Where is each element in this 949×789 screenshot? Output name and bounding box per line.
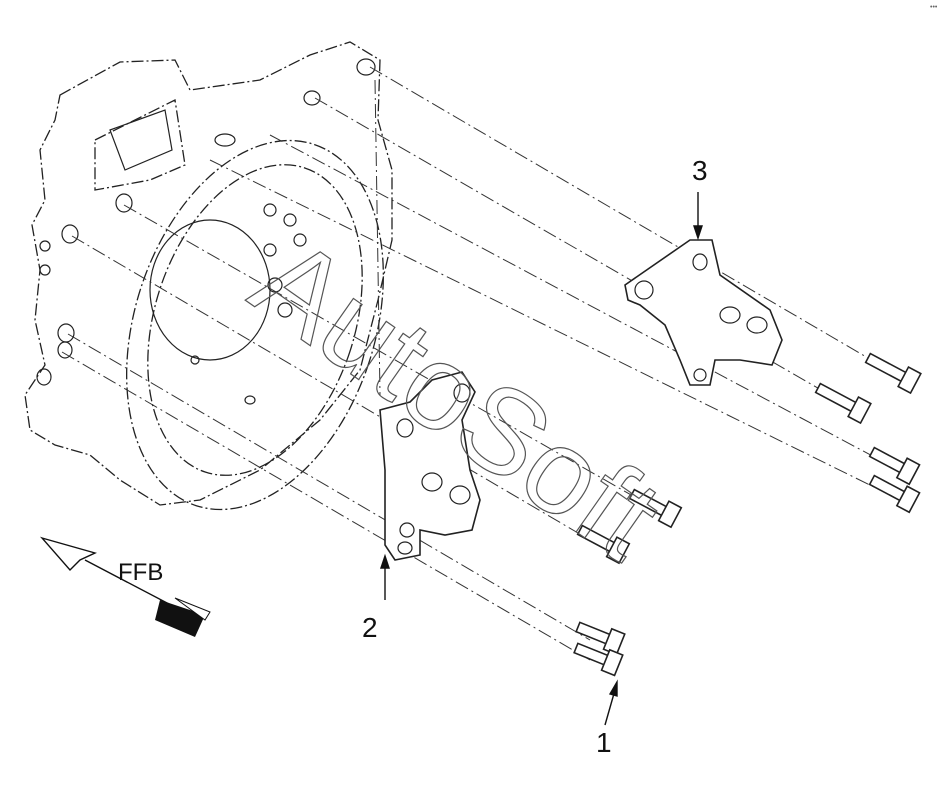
callout-leaders — [380, 192, 703, 726]
alignment-lines — [61, 66, 881, 661]
corner-mark: ••• — [930, 4, 938, 11]
bolt — [576, 524, 631, 565]
bolt — [864, 352, 922, 395]
bolt — [814, 382, 872, 425]
bracket-2 — [379, 371, 481, 561]
flywheel-housing — [24, 41, 393, 511]
bolt — [628, 488, 683, 529]
direction-arrow-icon — [39, 536, 211, 637]
callout-1: 1 — [596, 727, 612, 758]
callout-2: 2 — [362, 612, 378, 643]
bolt — [868, 474, 921, 514]
callout-3: 3 — [692, 155, 708, 186]
bracket-3 — [624, 239, 783, 386]
bolt — [868, 446, 921, 486]
direction-label: FFB — [118, 559, 163, 586]
bolts — [573, 352, 922, 677]
bolt — [573, 642, 624, 677]
